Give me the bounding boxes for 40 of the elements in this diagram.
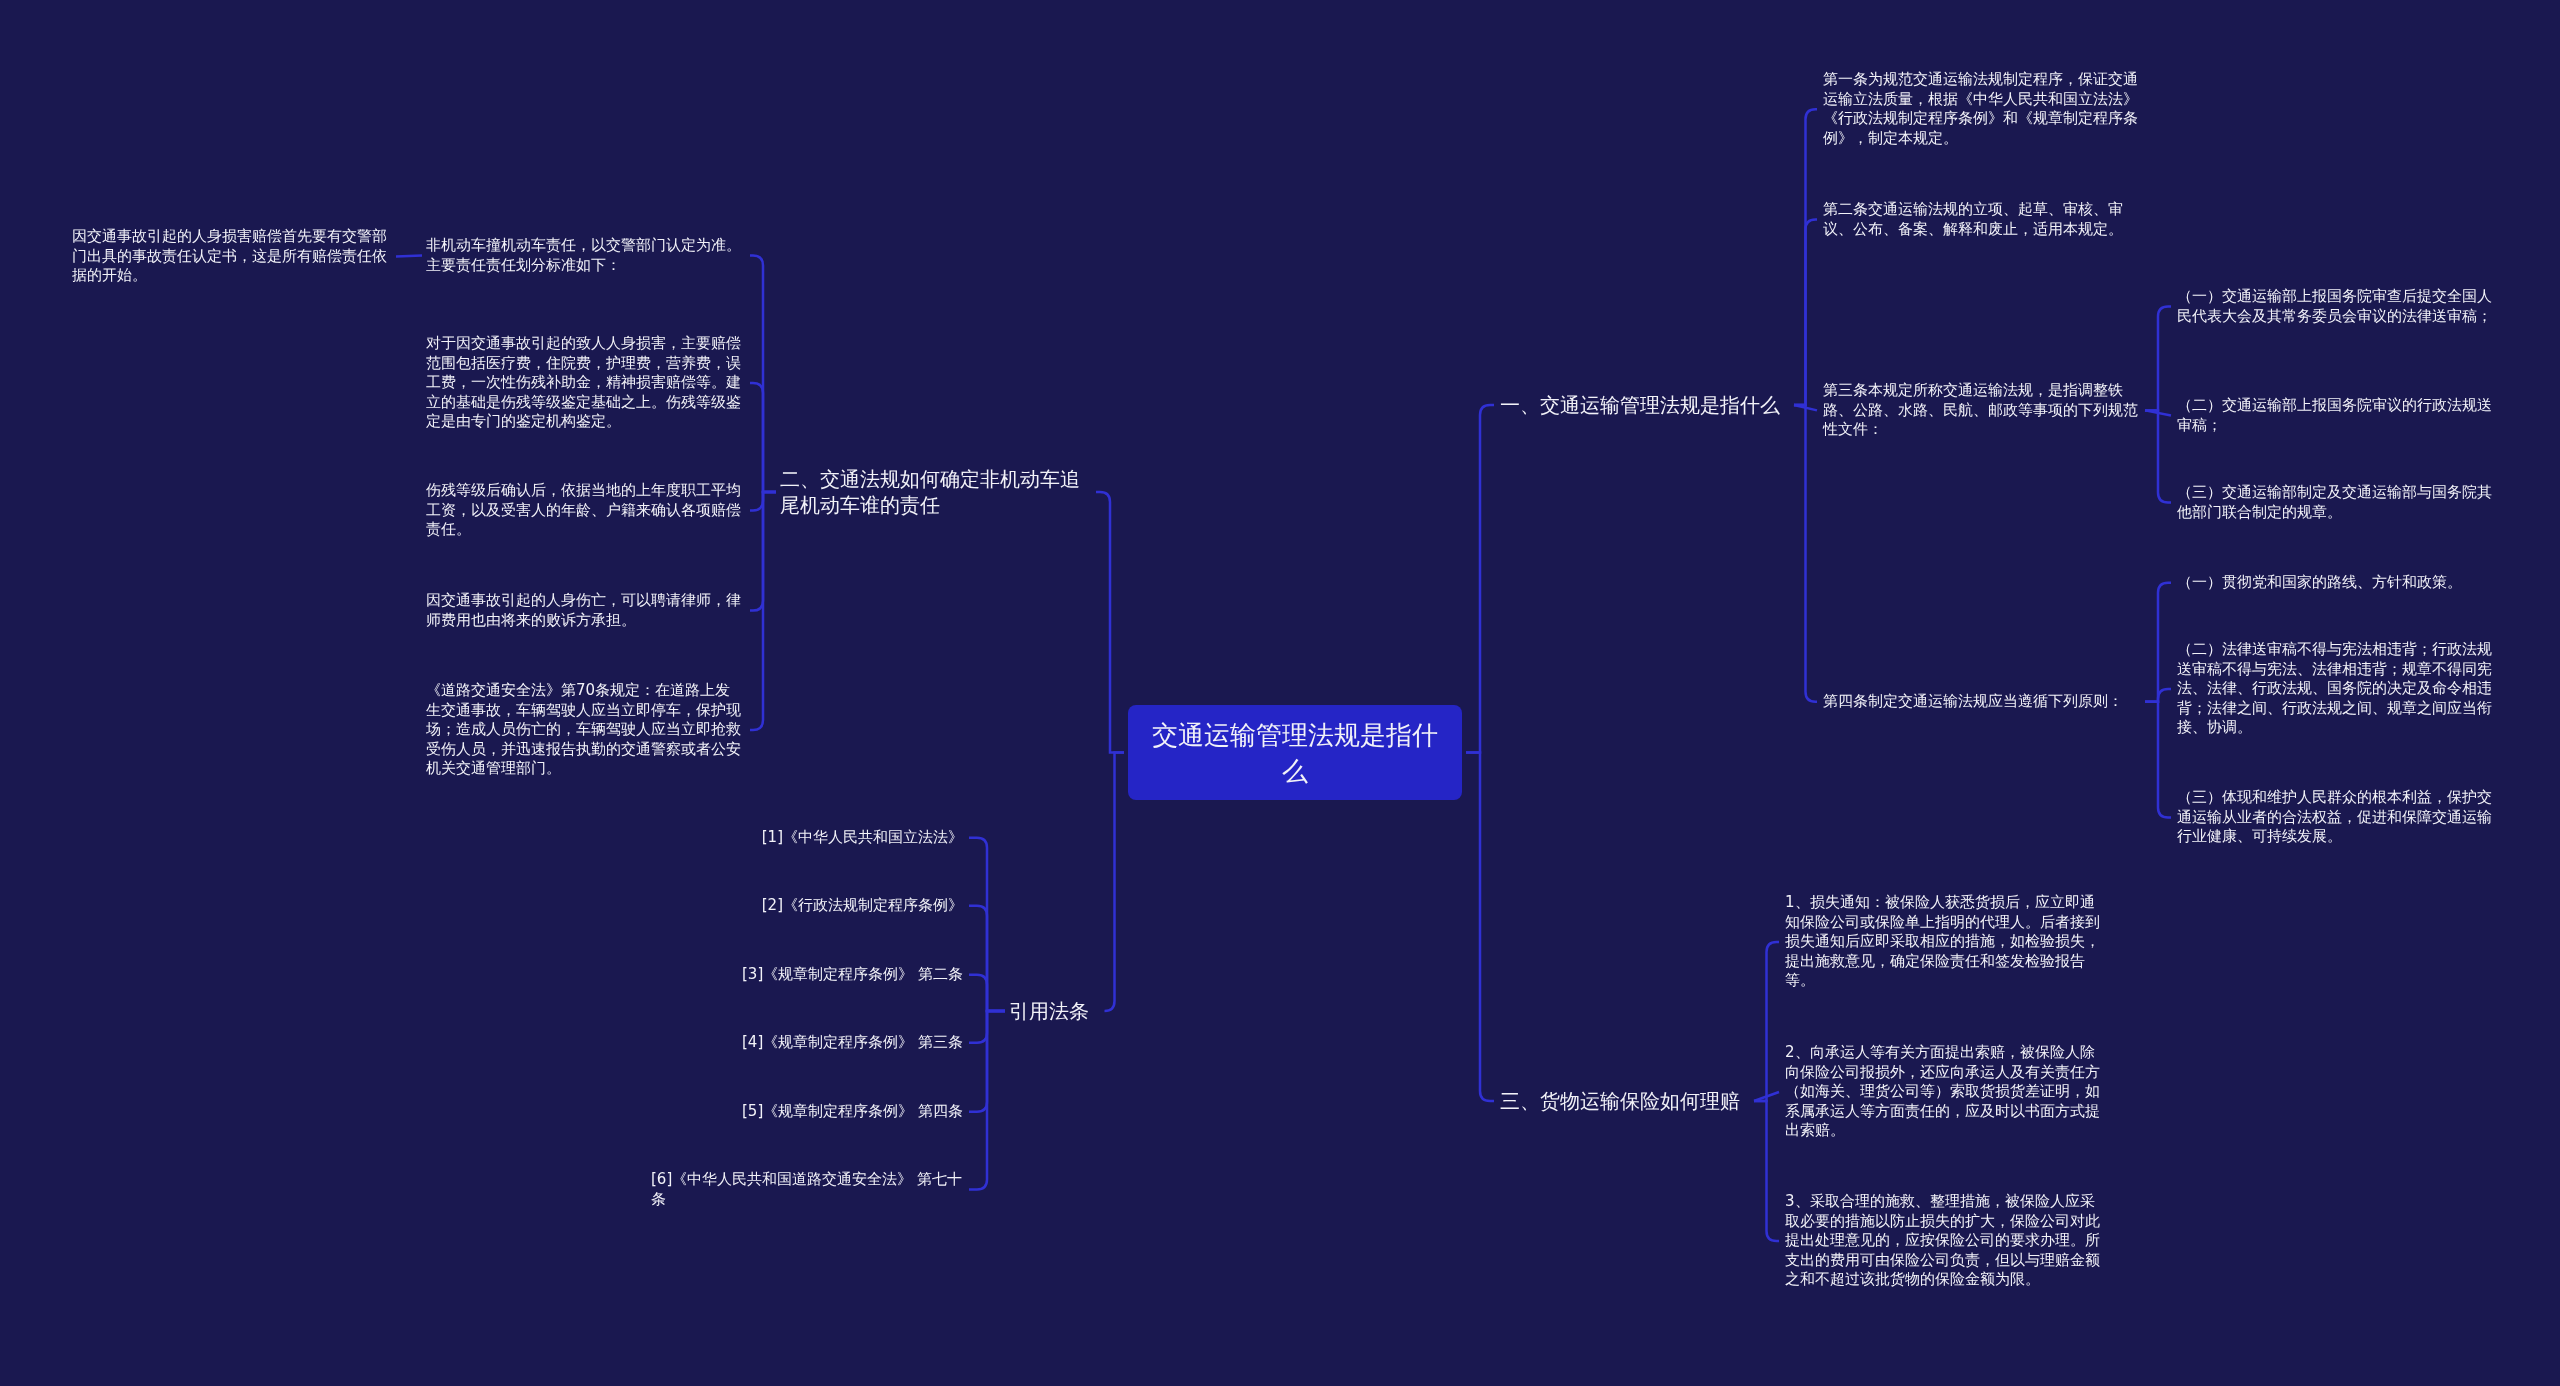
topic-text: 三、货物运输保险如何理赔 — [1500, 1088, 1750, 1114]
note-text: 《道路交通安全法》第70条规定：在道路上发生交通事故，车辆驾驶人应当立即停车，保护现场；造成人员伤亡的，车辆驾驶人应当立即抢救受伤人员，并迅速报告执勤的交通警察或者公安机关交通管理部门。 — [426, 681, 744, 779]
note-text: 因交通事故引起的人身伤亡，可以聘请律师，律师费用也由将来的败诉方承担。 — [426, 591, 744, 631]
connector-line — [1754, 1099, 1779, 1243]
note-text: （二）法律送审稿不得与宪法相违背；行政法规送审稿不得与宪法、法律相违背；规章不得同宪法、法律、行政法规、国务院的决定及命令相违背；法律之间、行政法规之间、规章之间应当衔接、协调。 — [2177, 640, 2495, 738]
note-text: [3]《规章制定程序条例》 第二条 — [742, 965, 963, 985]
connector-line — [1793, 403, 1818, 412]
note-text: 对于因交通事故引起的致人人身损害，主要赔偿范围包括医疗费，住院费，护理费，营养费，误工费，一次性伤残补助金，精神损害赔偿等。建立的基础是伤残等级鉴定基础之上。伤残等级鉴定是由专门的鉴定机构鉴定。 — [426, 334, 744, 432]
note-text: 非机动车撞机动车责任，以交警部门认定为准。主要责任责任划分标准如下： — [426, 236, 744, 276]
note-text: （三）体现和维护人民群众的根本利益，保护交通运输从业者的合法权益，促进和保障交通运输行业健康、可持续发展。 — [2177, 788, 2495, 847]
connector-line — [1753, 1090, 1780, 1103]
note-text: 第二条交通运输法规的立项、起草、审核、审议、公布、备案、解释和废止，适用本规定。 — [1823, 200, 2141, 240]
connector-line — [2145, 700, 2171, 819]
note-text: 第三条本规定所称交通运输法规，是指调整铁路、公路、水路、民航、邮政等事项的下列规范性文件： — [1823, 381, 2141, 440]
note-text: 因交通事故引起的人身损害赔偿首先要有交警部门出具的事故责任认定书，这是所有赔偿责任依据的开始。 — [72, 227, 390, 286]
connector-line — [395, 254, 423, 258]
note-text: （三）交通运输部制定及交通运输部与国务院其他部门联合制定的规章。 — [2177, 483, 2495, 523]
connector-line — [1466, 751, 1494, 1103]
connector-line — [1103, 751, 1124, 1013]
note-text: [4]《规章制定程序条例》 第三条 — [742, 1033, 963, 1053]
connector-line — [750, 490, 776, 732]
note-text: 1、损失通知：被保险人获悉货损后，应立即通知保险公司或保险单上指明的代理人。后者接到损失通知后应即采取相应的措施，如检验损失，提出施救意见，确定保险责任和签发检验报告等。 — [1785, 893, 2103, 991]
note-text: 第一条为规范交通运输法规制定程序，保证交通运输立法质量，根据《中华人民共和国立法法》《行政法规制定程序条例》和《规章制定程序条例》，制定本规定。 — [1823, 70, 2141, 149]
note-text: [1]《中华人民共和国立法法》 — [761, 828, 963, 848]
note-text: 伤残等级后确认后，依据当地的上年度职工平均工资，以及受害人的年龄、户籍来确认各项赔偿责任。 — [426, 481, 744, 540]
note-text: （一）交通运输部上报国务院审查后提交全国人民代表大会及其常务委员会审议的法律送审稿； — [2177, 287, 2495, 327]
note-text: [6]《中华人民共和国道路交通安全法》 第七十条 — [651, 1170, 963, 1210]
note-text: 第四条制定交通运输法规应当遵循下列原则： — [1823, 692, 2141, 712]
note-text: [2]《行政法规制定程序条例》 — [761, 896, 963, 916]
note-text: 2、向承运人等有关方面提出索赔，被保险人除向保险公司报损外，还应向承运人及有关责任方（如海关、理货公司等）索取货损货差证明，如系属承运人等方面责任的，应及时以书面方式提出索赔。 — [1785, 1043, 2103, 1141]
note-text: （二）交通运输部上报国务院审议的行政法规送审稿； — [2177, 396, 2495, 436]
connector-line — [1794, 403, 1818, 704]
note-text: 3、采取合理的施救、整理措施，被保险人应采取必要的措施以防止损失的扩大，保险公司对此提出处理意见的，应按保险公司的要求办理。所支出的费用可由保险公司负责，但以与理赔金额之和不超过该批货物的保险金额为限。 — [1785, 1192, 2103, 1290]
topic-text: 一、交通运输管理法规是指什么 — [1500, 392, 1790, 418]
topic-text: 引用法条 — [1009, 998, 1099, 1024]
note-text: （一）贯彻党和国家的路线、方针和政策。 — [2177, 573, 2495, 593]
topic-text: 二、交通法规如何确定非机动车追尾机动车谁的责任 — [780, 466, 1090, 518]
connector-line — [2145, 409, 2171, 504]
note-text: [5]《规章制定程序条例》 第四条 — [742, 1102, 963, 1122]
central-topic-box: 交通运输管理法规是指什么 — [1128, 705, 1462, 800]
